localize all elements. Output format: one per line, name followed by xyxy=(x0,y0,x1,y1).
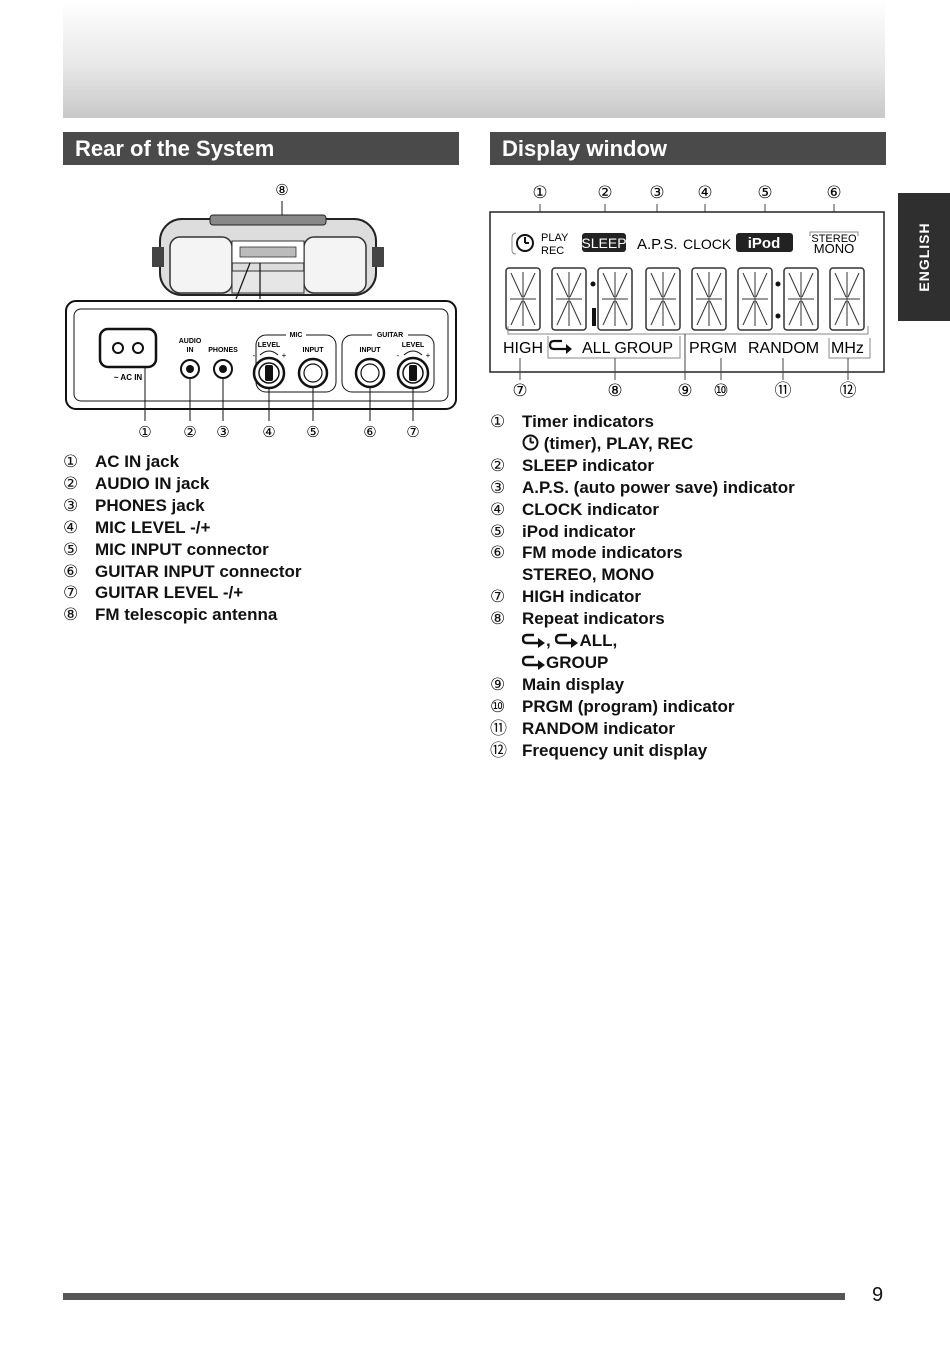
svg-text:INPUT: INPUT xyxy=(360,347,382,354)
svg-text:REC: REC xyxy=(541,245,564,257)
segment-digit xyxy=(829,267,865,331)
segment-digit xyxy=(783,267,819,331)
callout-2: ② xyxy=(597,183,612,202)
page-number: 9 xyxy=(872,1284,884,1306)
callout-1: ① xyxy=(138,424,151,441)
svg-text:MHz: MHz xyxy=(831,340,864,357)
callout-10: ⑩ xyxy=(713,381,728,400)
callout-3: ③ xyxy=(649,183,664,202)
callout-6: ⑥ xyxy=(826,183,841,202)
language-tab: ENGLISH xyxy=(898,193,950,321)
repeat-icon xyxy=(521,655,545,670)
svg-text:HIGH: HIGH xyxy=(503,340,543,357)
main-display-digits xyxy=(505,267,865,331)
svg-text:STEREO: STEREO xyxy=(811,233,857,245)
boombox-rear-illustration xyxy=(152,214,384,296)
segment-digit xyxy=(551,267,587,331)
callout-4: ④ xyxy=(697,183,712,202)
segment-digit xyxy=(737,267,773,331)
callout-5: ⑤ xyxy=(757,183,772,202)
segment-digit xyxy=(645,267,681,331)
timer-icon xyxy=(522,434,539,451)
rear-panel-diagram: ⑧ ~ AC IN AUDIO IN PHONES MIC LEVEL - + … xyxy=(65,182,457,441)
callout-3: ③ xyxy=(216,424,229,441)
callout-1: ① xyxy=(532,183,547,202)
svg-text:~ AC IN: ~ AC IN xyxy=(114,373,143,382)
svg-text:MIC: MIC xyxy=(290,332,303,339)
callout-8: ⑧ xyxy=(275,182,288,199)
svg-text:A.P.S.: A.P.S. xyxy=(637,236,678,253)
segment-digit xyxy=(505,267,541,331)
svg-text:PLAY: PLAY xyxy=(541,232,569,244)
segment-digit xyxy=(597,267,633,331)
segment-digit xyxy=(691,267,727,331)
repeat-icon xyxy=(521,633,545,649)
svg-text:-: - xyxy=(253,351,256,360)
svg-text:LEVEL: LEVEL xyxy=(258,342,281,349)
callout-11: ⑪ xyxy=(775,381,792,400)
footer-bar xyxy=(63,1293,845,1300)
svg-text:CLOCK: CLOCK xyxy=(683,236,732,252)
svg-text:RANDOM: RANDOM xyxy=(748,340,819,357)
svg-text:AUDIO: AUDIO xyxy=(179,338,202,345)
svg-text:LEVEL: LEVEL xyxy=(402,342,425,349)
svg-text:PHONES: PHONES xyxy=(208,347,238,354)
display-section-title: Display window xyxy=(490,132,886,165)
rear-section-title: Rear of the System xyxy=(63,132,459,165)
svg-text:+: + xyxy=(282,351,287,360)
callout-5: ⑤ xyxy=(306,424,319,441)
callout-12: ⑫ xyxy=(840,381,857,400)
callout-7: ⑦ xyxy=(512,381,527,400)
timer-icon xyxy=(516,234,534,252)
svg-text:iPod: iPod xyxy=(748,235,781,252)
svg-text:IN: IN xyxy=(187,347,194,354)
svg-text:GUITAR: GUITAR xyxy=(377,332,403,339)
display-window-diagram: ① ② ③ ④ ⑤ ⑥ PLAY REC SLEEP A.P.S. CLOCK … xyxy=(489,183,885,400)
svg-text:SLEEP: SLEEP xyxy=(581,235,626,251)
svg-text:-: - xyxy=(397,351,400,360)
callout-9: ⑨ xyxy=(677,381,692,400)
callout-2: ② xyxy=(183,424,196,441)
callout-6: ⑥ xyxy=(363,424,376,441)
svg-text:PRGM: PRGM xyxy=(689,340,737,357)
svg-text:+: + xyxy=(426,351,431,360)
header-band xyxy=(63,0,885,118)
callout-8: ⑧ xyxy=(607,381,622,400)
svg-text:INPUT: INPUT xyxy=(303,347,325,354)
repeat-icon xyxy=(555,633,579,649)
ac-in-jack xyxy=(98,327,158,369)
svg-text:ALL GROUP: ALL GROUP xyxy=(582,340,673,357)
repeat-icon xyxy=(548,339,572,354)
callout-7: ⑦ xyxy=(406,424,419,441)
callout-4: ④ xyxy=(262,424,275,441)
svg-text:MONO: MONO xyxy=(814,241,854,256)
